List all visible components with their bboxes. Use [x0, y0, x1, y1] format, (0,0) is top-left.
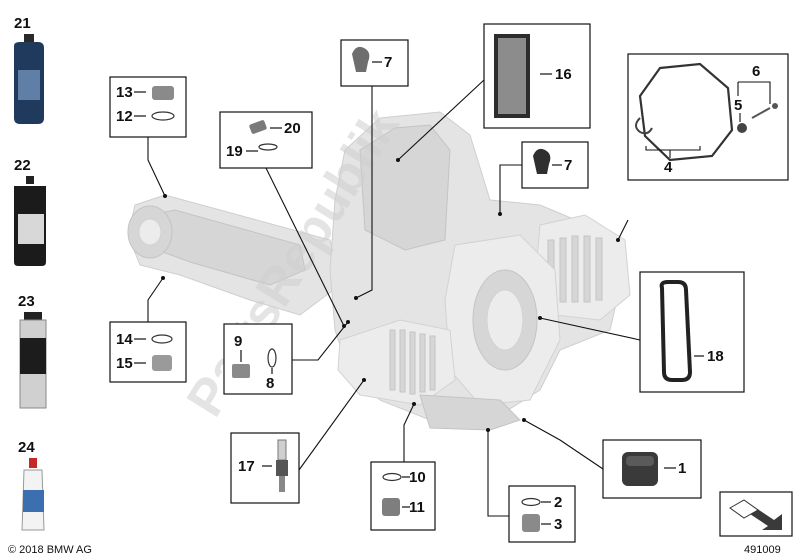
- callout-box-18: 18: [538, 271, 745, 393]
- callout-18[interactable]: 18: [707, 348, 724, 365]
- copyright-notice: © 2018 BMW AG: [8, 544, 92, 556]
- callout-box-2-3: 2 3: [486, 428, 576, 543]
- callout-14[interactable]: 14: [116, 331, 133, 348]
- callout-box-16: 16: [396, 23, 591, 162]
- engine-illustration: [127, 111, 631, 431]
- callout-21[interactable]: 21: [14, 15, 31, 32]
- callout-box-20-19: 20 19: [219, 111, 346, 328]
- callout-7-top[interactable]: 7: [384, 54, 392, 71]
- callout-box-9-8: 9 8: [223, 320, 350, 395]
- part-24-additive-bottle: 24: [18, 439, 45, 531]
- callout-3[interactable]: 3: [554, 516, 562, 533]
- callout-19[interactable]: 19: [226, 143, 243, 160]
- callout-box-7-top: 7: [340, 39, 409, 300]
- part-21-engine-oil-bottle: 21: [14, 15, 44, 124]
- callout-4[interactable]: 4: [664, 159, 673, 176]
- callout-13[interactable]: 13: [116, 84, 133, 101]
- callout-24[interactable]: 24: [18, 439, 35, 456]
- part-23-spray-can: 23: [18, 293, 47, 409]
- callout-box-4-5-6: 6 5 4: [616, 53, 789, 242]
- diagram-number: 491009: [744, 544, 781, 556]
- callout-1[interactable]: 1: [678, 460, 686, 477]
- callout-box-13-12: 13 12: [109, 76, 187, 198]
- direction-arrow-box: [719, 491, 793, 537]
- callout-22[interactable]: 22: [14, 157, 31, 174]
- callout-2[interactable]: 2: [554, 494, 562, 511]
- callout-17[interactable]: 17: [238, 458, 255, 475]
- callout-5[interactable]: 5: [734, 97, 742, 114]
- callout-7-right[interactable]: 7: [564, 157, 572, 174]
- callout-box-14-15: 14 15: [109, 276, 187, 383]
- part-22-engine-oil-bottle: 22: [14, 157, 46, 266]
- callout-16[interactable]: 16: [555, 66, 572, 83]
- callout-23[interactable]: 23: [18, 293, 35, 310]
- callout-box-7-right: 7: [498, 141, 589, 216]
- callout-15[interactable]: 15: [116, 355, 133, 372]
- callout-12[interactable]: 12: [116, 108, 133, 125]
- callout-box-1: 1: [522, 418, 702, 499]
- callout-10[interactable]: 10: [409, 469, 426, 486]
- callout-box-10-11: 10 11: [370, 402, 436, 531]
- callout-11[interactable]: 11: [409, 499, 425, 516]
- callout-8[interactable]: 8: [266, 375, 274, 392]
- callout-9[interactable]: 9: [234, 333, 242, 350]
- callout-box-17: 17: [230, 378, 366, 504]
- callout-6[interactable]: 6: [752, 63, 760, 80]
- callout-20[interactable]: 20: [284, 120, 301, 137]
